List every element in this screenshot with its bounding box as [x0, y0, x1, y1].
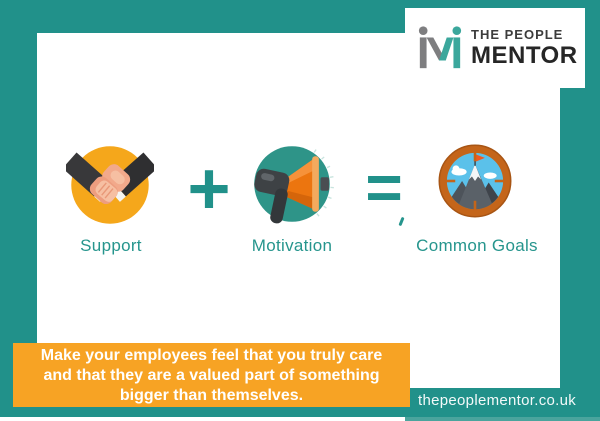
bottom-light-strip	[405, 417, 600, 421]
motivation-label: Motivation	[251, 236, 333, 255]
quote-banner: Make your employees feel that you truly …	[13, 343, 410, 407]
handshake-icon	[66, 146, 154, 224]
support-label: Support	[80, 236, 142, 255]
mountain-goal-icon	[438, 144, 512, 218]
people-m-logo-icon	[418, 26, 462, 69]
megaphone-icon	[254, 146, 334, 224]
brand-name-line1: THE PEOPLE	[471, 27, 564, 42]
common-goals-label: Common Goals	[416, 236, 538, 255]
brand-name: THE PEOPLE MENTOR	[471, 28, 578, 68]
brand-name-line2: MENTOR	[471, 42, 578, 69]
website-url: thepeoplementor.co.uk	[418, 392, 577, 409]
equals-operator: =	[365, 151, 403, 223]
brand-logo: THE PEOPLE MENTOR	[405, 8, 585, 88]
quote-line-3: bigger than themselves.	[119, 387, 304, 404]
quote-line-1: Make your employees feel that you truly …	[40, 347, 383, 364]
plus-operator: +	[187, 147, 231, 230]
quote-line-2: and that they are a valued part of somet…	[43, 367, 380, 384]
